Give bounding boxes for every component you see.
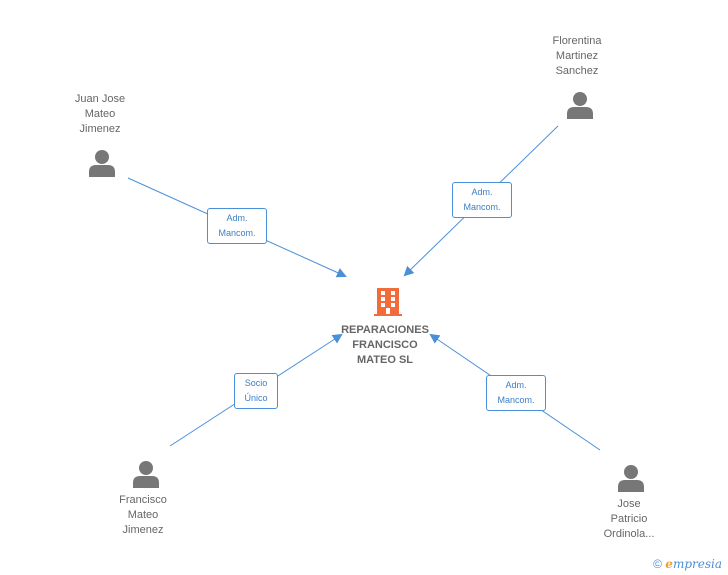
person-name-florentina[interactable]: Florentina Martinez Sanchez	[527, 34, 627, 79]
company-name[interactable]: REPARACIONES FRANCISCO MATEO SL	[320, 323, 450, 368]
relation-label-jose[interactable]: Adm. Mancom.	[486, 375, 546, 411]
person-icon[interactable]	[87, 148, 117, 178]
person-name-line: Patricio	[610, 513, 648, 525]
person-name-line: Ordinola...	[603, 528, 655, 540]
person-name-line: Jimenez	[122, 524, 164, 536]
empresia-logo[interactable]: © empresia	[653, 557, 722, 571]
person-name-line: Juan Jose	[74, 93, 126, 105]
relation-role-detail: Mancom.	[463, 202, 501, 212]
relation-label-juan[interactable]: Adm. Mancom.	[207, 208, 267, 244]
relation-role-detail: Mancom.	[218, 228, 256, 238]
person-icon[interactable]	[616, 463, 646, 493]
copyright-symbol: ©	[653, 557, 662, 571]
brand-e-mark: e	[665, 557, 673, 571]
relation-role: Socio	[244, 378, 268, 388]
relation-label-francisco[interactable]: Socio Único	[234, 373, 278, 409]
brand-name: mpresia	[672, 557, 722, 571]
building-icon[interactable]	[372, 285, 404, 317]
person-name-line: Martinez	[555, 50, 599, 62]
person-name-francisco[interactable]: Francisco Mateo Jimenez	[93, 493, 193, 538]
company-name-line: FRANCISCO	[352, 339, 418, 351]
company-name-line: MATEO SL	[356, 354, 413, 366]
person-name-line: Florentina	[552, 35, 602, 47]
relation-label-florentina[interactable]: Adm. Mancom.	[452, 182, 512, 218]
relation-role: Adm.	[226, 213, 248, 223]
person-icon[interactable]	[131, 459, 161, 489]
relation-role-detail: Único	[244, 393, 268, 403]
person-name-line: Mateo	[127, 509, 159, 521]
person-name-line: Mateo	[84, 108, 116, 120]
person-name-line: Francisco	[119, 494, 167, 506]
person-name-line: Jimenez	[79, 123, 121, 135]
person-name-juan[interactable]: Juan Jose Mateo Jimenez	[50, 92, 150, 137]
person-name-jose[interactable]: Jose Patricio Ordinola...	[579, 497, 679, 542]
person-name-line: Sanchez	[555, 65, 599, 77]
company-name-line: REPARACIONES	[341, 324, 429, 336]
relation-role: Adm.	[505, 380, 527, 390]
relation-role: Adm.	[471, 187, 493, 197]
person-icon[interactable]	[565, 90, 595, 120]
relation-role-detail: Mancom.	[497, 395, 535, 405]
person-name-line: Jose	[617, 498, 641, 510]
